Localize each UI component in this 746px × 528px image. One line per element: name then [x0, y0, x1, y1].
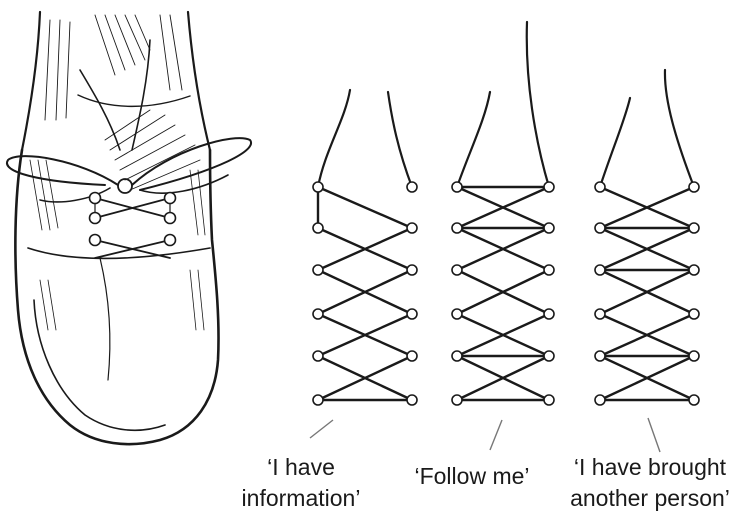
caption-follow-me-line1: ‘Follow me’	[414, 463, 530, 489]
pointer-line-follow-me	[489, 419, 503, 451]
lacing-pattern-brought-another	[598, 68, 696, 402]
caption-brought-another-line2: another person’	[570, 485, 730, 511]
lacing-pattern-information	[316, 88, 414, 402]
shoe-eyelets	[88, 191, 177, 247]
caption-brought-another-line1: ‘I have brought	[573, 454, 727, 480]
caption-information-line2: information’	[241, 485, 361, 511]
caption-information-line1: ‘I have	[267, 454, 335, 480]
eyelets-pattern-information	[312, 181, 418, 406]
pointer-line-brought-another	[647, 417, 661, 453]
caption-brought-another: ‘I have brought another person’	[560, 452, 740, 514]
shoe-illustration	[5, 10, 253, 446]
caption-information: ‘I have information’	[226, 452, 376, 514]
pointer-line-information	[309, 419, 334, 439]
eyelets-pattern-brought-another	[594, 181, 700, 406]
caption-follow-me: ‘Follow me’	[402, 461, 542, 492]
eyelets-pattern-follow-me	[451, 181, 555, 406]
lacing-pattern-follow-me	[455, 20, 551, 402]
